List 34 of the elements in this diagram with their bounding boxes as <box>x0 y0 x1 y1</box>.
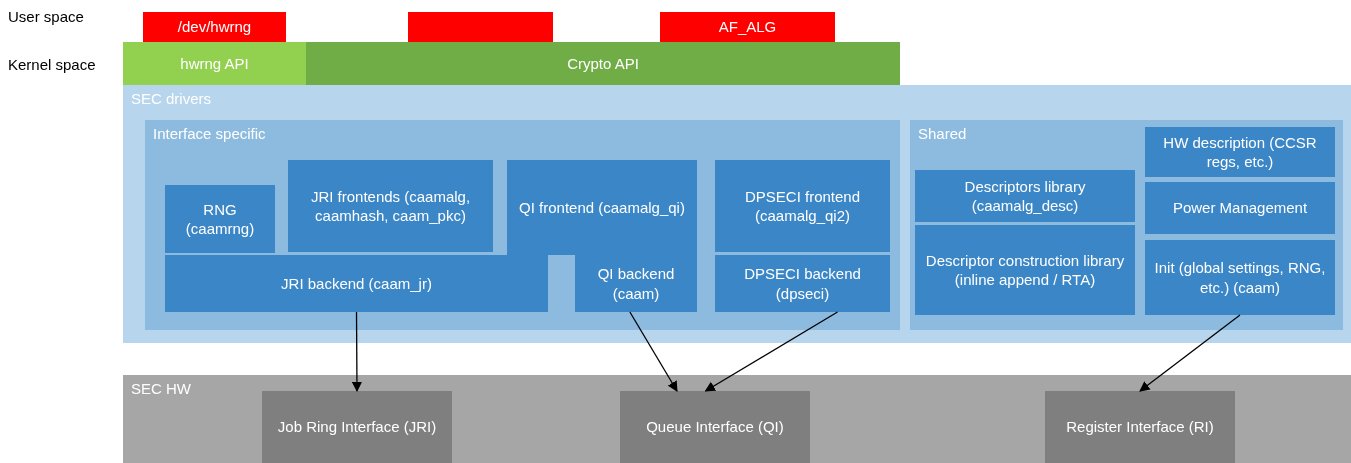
module-block: RNG (caamrng) <box>165 185 275 253</box>
module-block: JRI frontends (caamalg, caamhash, caam_pkc) <box>288 160 493 252</box>
module-block: /dev/hwrng <box>143 12 286 42</box>
group-panel <box>145 120 900 330</box>
module-block: Descriptors library (caamalg_desc) <box>915 170 1135 222</box>
group-panel <box>910 120 1343 330</box>
module-block: Register Interface (RI) <box>1045 391 1235 463</box>
arrow <box>629 311 678 392</box>
arrow <box>704 311 839 392</box>
module-block: HW description (CCSR regs, etc.) <box>1145 127 1335 177</box>
arrow <box>1139 314 1241 392</box>
group-title: SEC drivers <box>131 90 212 107</box>
module-block: hwrng API <box>123 42 306 85</box>
group-title: Shared <box>918 125 967 142</box>
module-block: Init (global settings, RNG, etc.) (caam) <box>1145 240 1335 315</box>
group-title: SEC HW <box>131 380 191 397</box>
group-panel <box>123 85 1351 343</box>
layer-label: Kernel space <box>8 56 96 73</box>
module-block: DPSECI backend (dpseci) <box>715 255 890 312</box>
module-block: DPSECI frontend (caamalg_qi2) <box>715 160 890 252</box>
module-block: AF_ALG <box>660 12 835 42</box>
layer-label: User space <box>8 8 84 25</box>
module-block: Job Ring Interface (JRI) <box>262 391 452 463</box>
module-block: Crypto API <box>306 42 900 85</box>
arrow <box>351 311 363 393</box>
module-block: Queue Interface (QI) <box>620 391 810 463</box>
module-block <box>408 12 553 42</box>
module-block: Power Management <box>1145 182 1335 234</box>
group-title: Interface specific <box>153 125 266 142</box>
module-block: QI frontend (caamalg_qi) <box>507 160 697 255</box>
module-block: Descriptor construction library (inline append / RTA) <box>915 225 1135 315</box>
group-panel <box>123 375 1351 463</box>
module-block: QI backend (caam) <box>575 255 697 312</box>
module-block: JRI backend (caam_jr) <box>165 255 548 312</box>
